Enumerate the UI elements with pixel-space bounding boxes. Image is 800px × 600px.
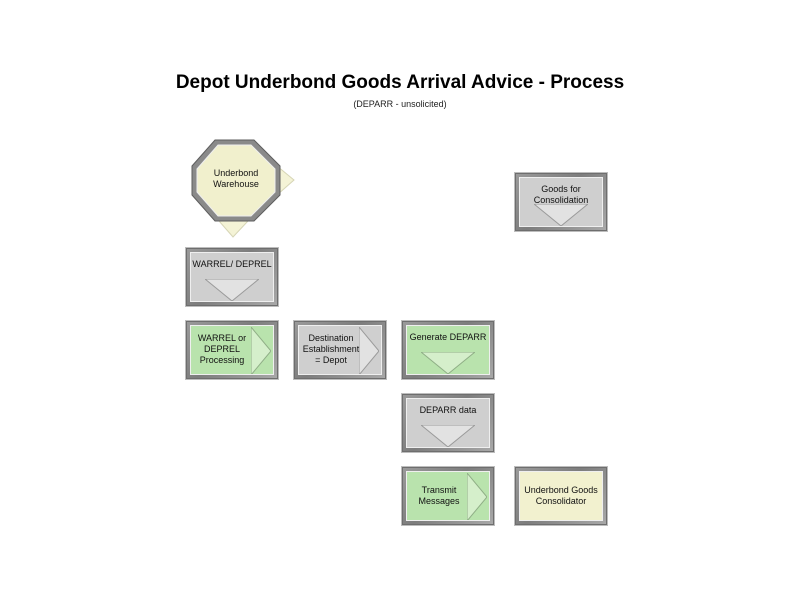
node-warrel-deprel-box: WARREL/ DEPREL xyxy=(186,248,278,306)
page-subtitle: (DEPARR - unsolicited) xyxy=(353,99,447,109)
right-arrow-icon xyxy=(467,473,487,520)
down-arrow-icon xyxy=(534,204,588,226)
node-underbond-warehouse: Underbond Warehouse xyxy=(213,168,259,189)
node-destination-establishment-box: Destination Establishment = Depot xyxy=(294,321,386,379)
node-underbond-goods-consolidator: Underbond Goods Consolidator xyxy=(524,485,598,506)
node-goods-for-consolidation: Goods for Consolidation xyxy=(533,184,589,205)
down-pointer-icon xyxy=(217,220,250,238)
node-warrel-or-deprel-processing: WARREL or DEPREL Processing xyxy=(197,333,247,365)
node-warrel-or-deprel-processing-box: WARREL or DEPREL Processing xyxy=(186,321,278,379)
down-arrow-icon xyxy=(421,352,475,374)
node-deparr-data-box: DEPARR data xyxy=(402,394,494,452)
node-warrel-deprel: WARREL/ DEPREL xyxy=(192,259,272,269)
node-generate-deparr-box: Generate DEPARR xyxy=(402,321,494,379)
node-generate-deparr: Generate DEPARR xyxy=(409,332,487,342)
node-underbond-goods-consolidator-box: Underbond Goods Consolidator xyxy=(515,467,607,525)
node-transmit-messages: Transmit Messages xyxy=(418,485,460,506)
right-arrow-icon xyxy=(359,327,379,374)
down-arrow-icon xyxy=(205,279,259,301)
page-title: Depot Underbond Goods Arrival Advice - P… xyxy=(175,72,625,93)
down-arrow-icon xyxy=(421,425,475,447)
node-transmit-messages-box: Transmit Messages xyxy=(402,467,494,525)
node-goods-for-consolidation-box: Goods for Consolidation xyxy=(515,173,607,231)
node-deparr-data: DEPARR data xyxy=(419,405,477,415)
right-arrow-icon xyxy=(251,327,271,374)
node-destination-establishment: Destination Establishment = Depot xyxy=(302,333,360,365)
